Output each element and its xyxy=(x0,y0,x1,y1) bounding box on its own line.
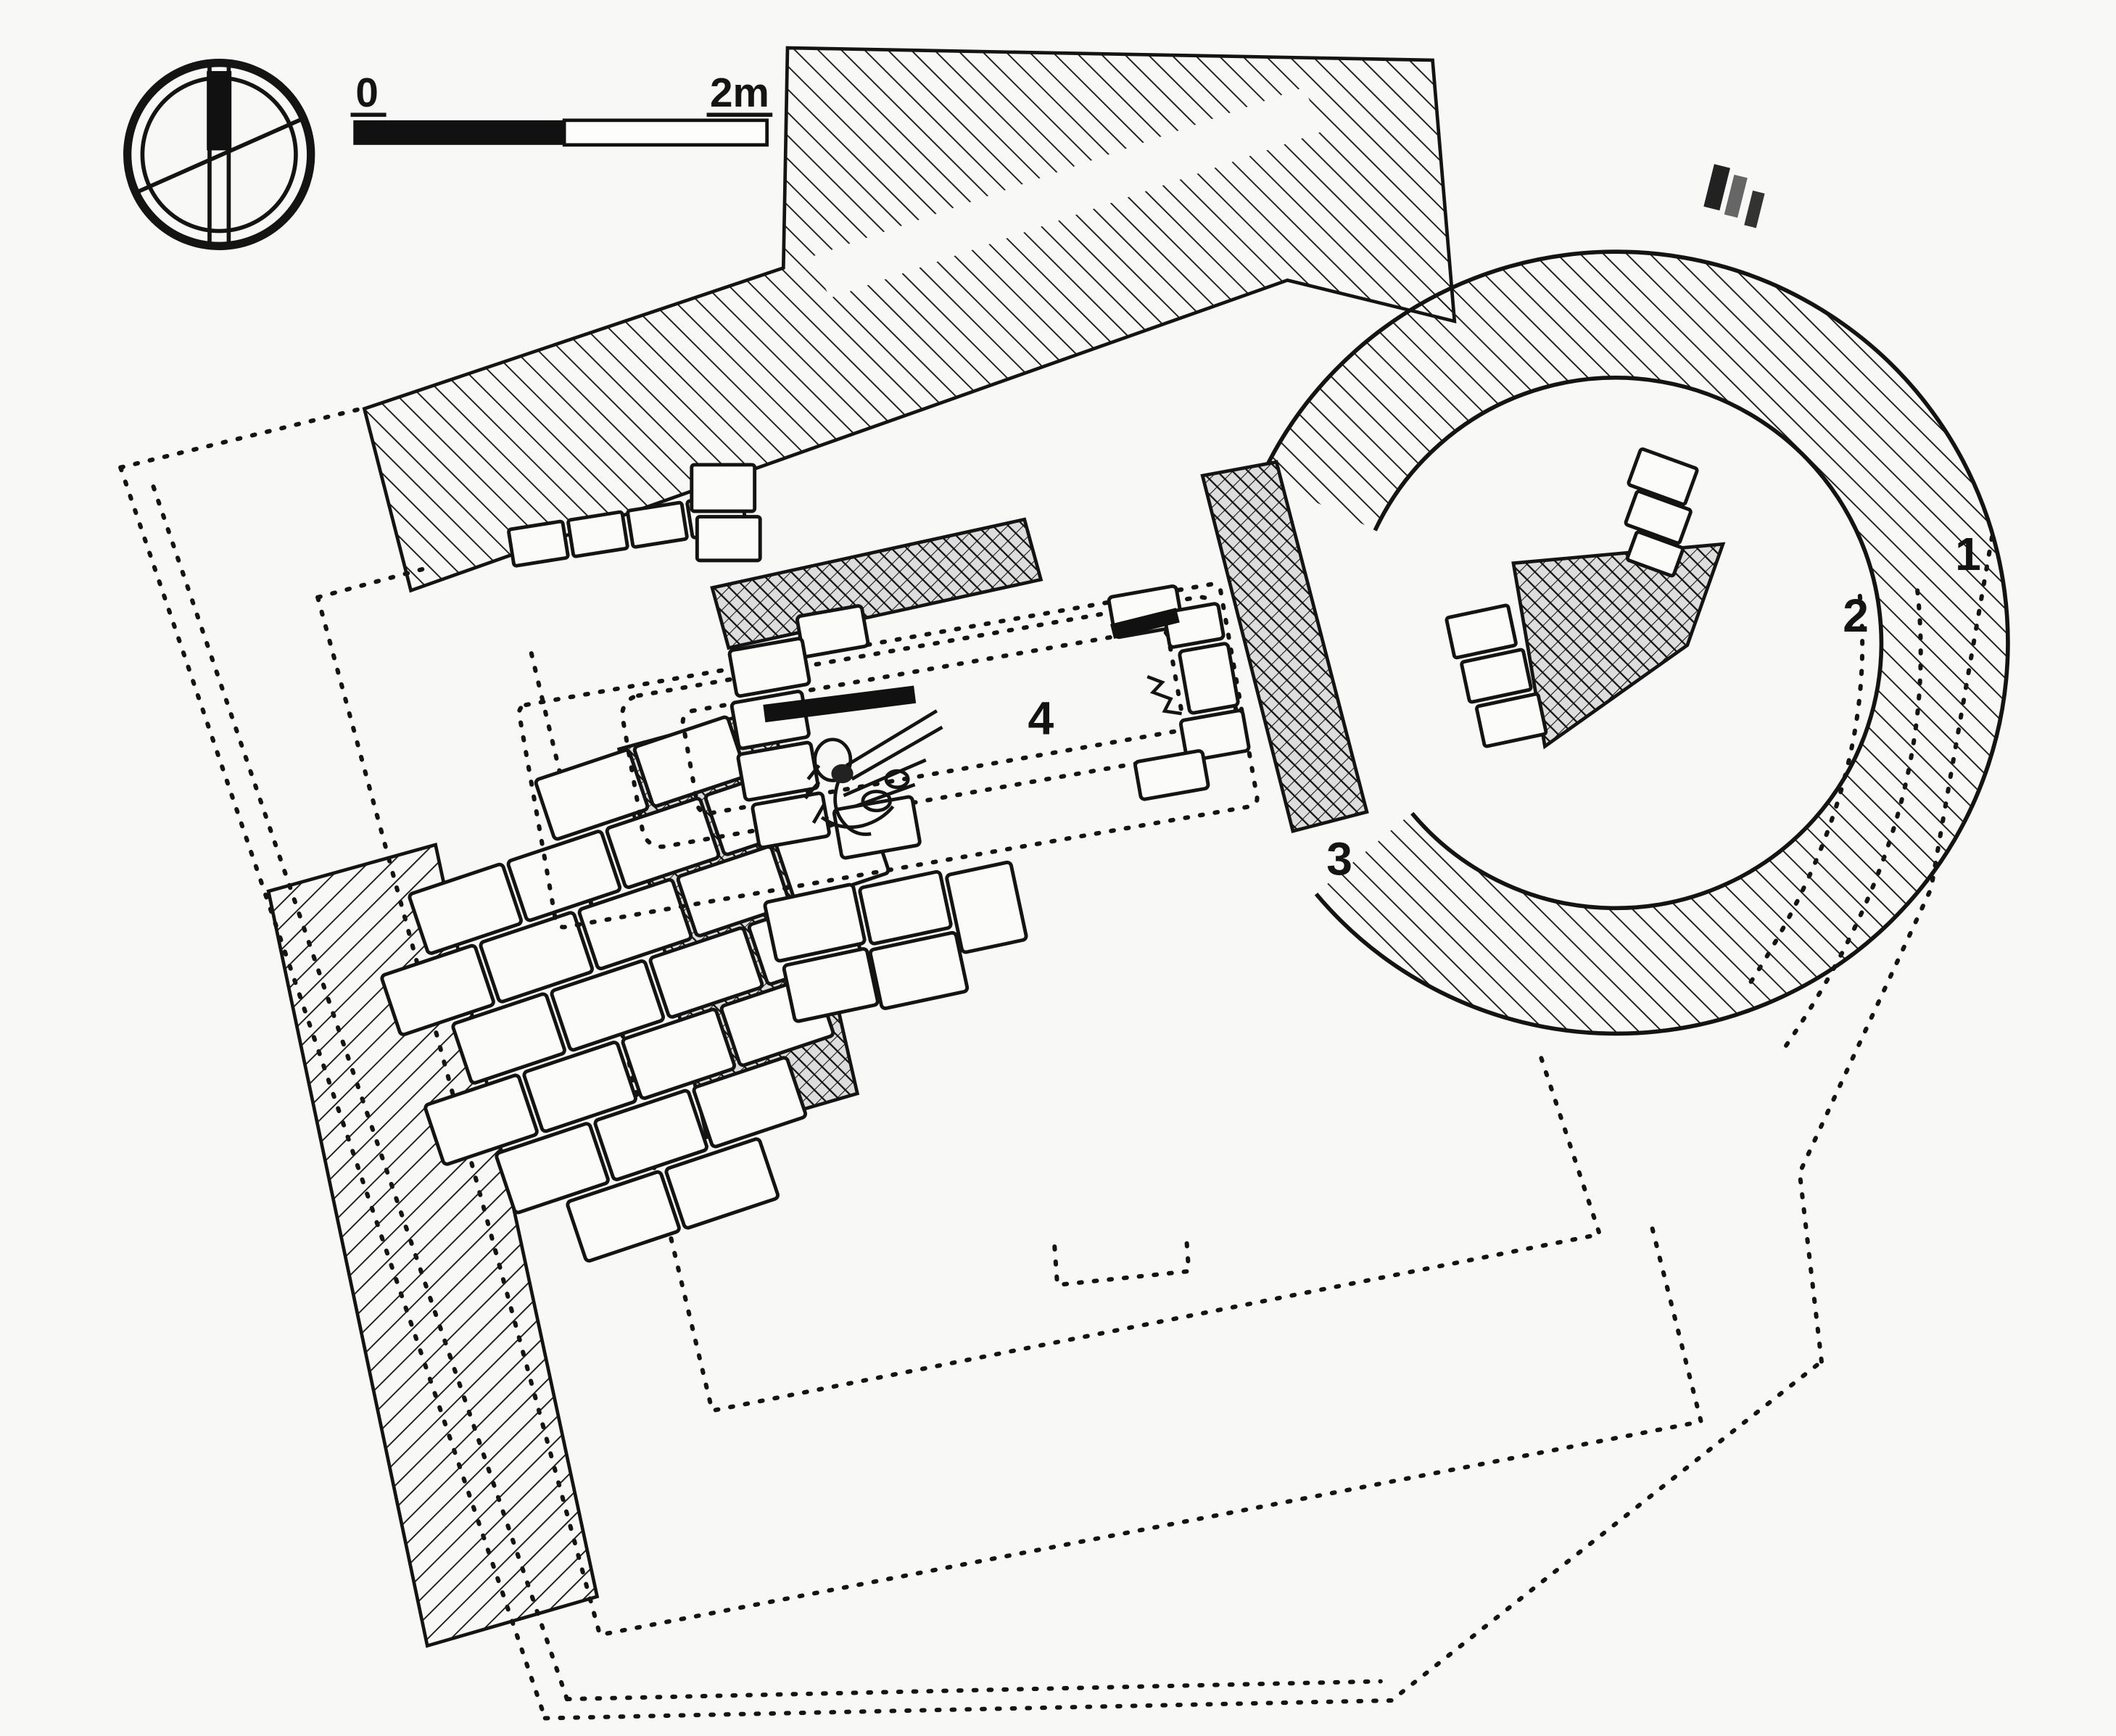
lower-center-blocks xyxy=(763,860,1028,1023)
feature-3-wall-band xyxy=(1200,460,1369,833)
east-black-slab xyxy=(1110,608,1180,639)
skeleton-long-bones xyxy=(843,709,943,809)
threshold-stones xyxy=(690,463,762,563)
north-arrow-compass-icon xyxy=(123,59,315,250)
feature-label-3: 3 xyxy=(1326,832,1352,885)
scale-bar-zero-label: 0 xyxy=(355,70,379,115)
scale-bar-white-segment xyxy=(562,118,769,147)
lower-left-wall-hatched xyxy=(266,843,600,1648)
skeleton-skull xyxy=(813,737,853,782)
feature-label-2: 2 xyxy=(1843,590,1869,642)
feature-label-1: 1 xyxy=(1955,528,1981,580)
skeleton xyxy=(803,709,943,836)
grave-east-cist-stones xyxy=(1107,584,1251,801)
scale-bar-black-segment xyxy=(353,120,565,145)
top-right-rubble-stones xyxy=(1703,164,1765,228)
feature-2-apse-wedge xyxy=(1511,542,1726,750)
apse-inner-stones xyxy=(1624,447,1699,578)
feature-label-4: 4 xyxy=(1028,692,1054,744)
inner-wall-band xyxy=(710,517,1043,650)
west-black-slab xyxy=(763,685,917,723)
apse-column-stones xyxy=(1445,603,1548,748)
scale-bar-end-label: 2m xyxy=(710,70,769,115)
cist-bone-scribble xyxy=(1146,674,1182,716)
scale-bar: 0 2m xyxy=(350,70,773,147)
black-slab-bars xyxy=(763,608,1180,723)
apse-wall-hatched xyxy=(1259,249,2010,1036)
compass-north-needle xyxy=(207,71,232,151)
feature-number-labels: 1 2 3 4 xyxy=(1028,528,1981,885)
wall-inner-face-gap xyxy=(811,87,1323,298)
